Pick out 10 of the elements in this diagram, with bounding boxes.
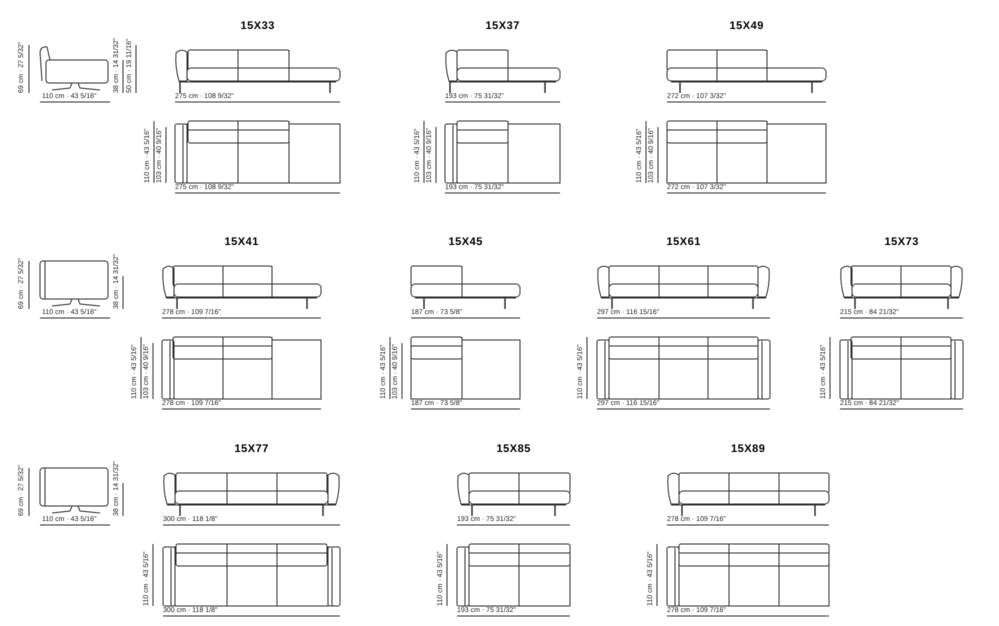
model-code: 15X61 [666,236,701,249]
model-code: 15X49 [730,20,764,33]
model-code: 15X41 [224,236,259,249]
model-code: 15X89 [731,443,766,456]
model-code: 15X37 [486,20,520,33]
model-code: 15X77 [234,443,269,456]
model-code: 15X45 [448,236,483,249]
model-code: 15X33 [240,20,275,33]
model-code: 15X73 [884,236,919,249]
model-code: 15X85 [496,443,531,456]
